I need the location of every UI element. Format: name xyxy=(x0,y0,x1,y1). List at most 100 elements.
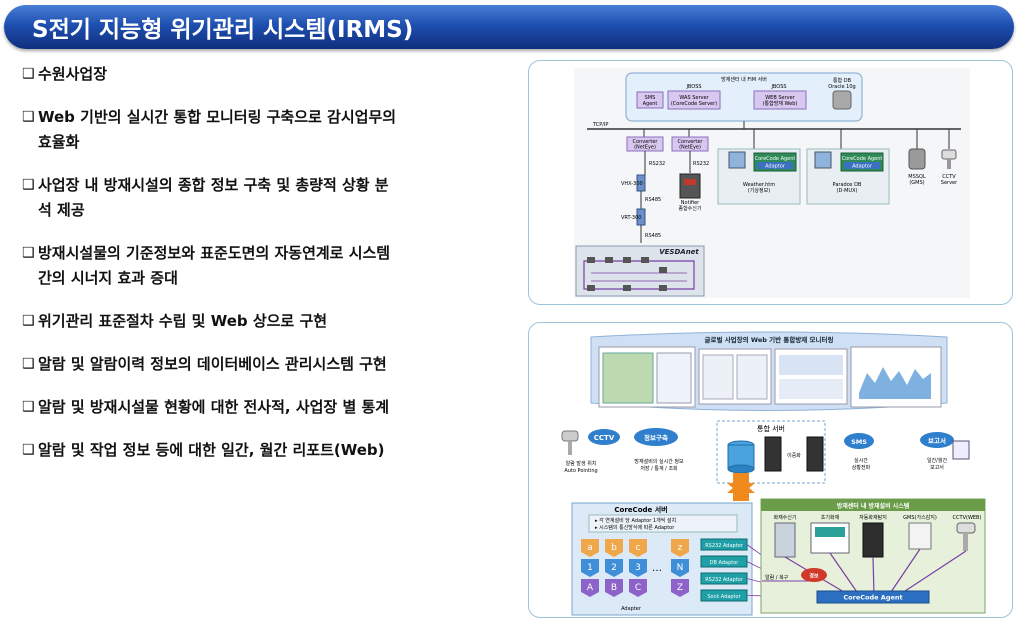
monitoring-diagram: 글로벌 사업장의 Web 기반 통합방재 모니터링 통합 서버 이중화 CCTV… xyxy=(561,331,986,616)
adapter-tile-label: b xyxy=(611,543,617,553)
sms-caption-2: 상황전파 xyxy=(852,464,871,471)
vrt-label: VRT-300 xyxy=(621,215,641,221)
info-bubble: 정보구축 xyxy=(644,433,668,442)
bullet-text: 알람 및 방재시설물 현황에 대한 전사적, 사업장 별 통계 xyxy=(38,398,390,416)
bullet-text: 알람 및 알람이력 정보의 데이터베이스 관리시스템 구현 xyxy=(38,355,387,373)
bullet-text: Web 기반의 실시간 통합 모니터링 구축으로 감시업무의 xyxy=(38,108,397,126)
adaptor-label: RS232 Adaptor xyxy=(705,577,744,583)
adapter-tile xyxy=(671,579,689,597)
adapter-tile xyxy=(671,559,689,577)
rs232-label-b: RS232 xyxy=(693,161,709,167)
auto-fire-detector-icon xyxy=(862,522,884,558)
cctv-camera-icon xyxy=(941,149,957,160)
checkbox-bullet-icon: ❑ xyxy=(22,245,35,261)
notifier-device-icon xyxy=(679,173,701,199)
mssql-server-icon xyxy=(908,148,926,170)
info-caption-1: 방재설비의 실시간 정보 xyxy=(634,458,684,465)
svg-text:(CoreCode Server): (CoreCode Server) xyxy=(671,101,717,107)
device-label-2: 초기화재 xyxy=(821,514,840,521)
checkbox-bullet-icon: ❑ xyxy=(22,399,35,415)
svg-text:Server: Server xyxy=(941,180,958,186)
title-bar: S전기 지능형 위기관리 시스템(IRMS) xyxy=(4,5,1014,49)
monitor-title: 글로벌 사업장의 Web 기반 통합방재 모니터링 xyxy=(705,335,834,344)
adapter-tile xyxy=(605,539,623,557)
bullet-text: 사업장 내 방재시설의 종합 정보 구축 및 총량적 상황 분 xyxy=(38,176,389,194)
sms-caption-1: 실시간 xyxy=(854,457,868,464)
corecode-agent-b: CoreCode Agent xyxy=(842,156,883,162)
adapter-tile-label: N xyxy=(677,563,684,573)
mssql-label: MSSQL xyxy=(908,174,926,180)
svg-text:종합수신기: 종합수신기 xyxy=(678,205,701,212)
bullet-text-continued: 석 제공 xyxy=(38,201,85,219)
was-server-label: WAS Server xyxy=(679,95,709,101)
monitoring-diagram-panel: 글로벌 사업장의 Web 기반 통합방재 모니터링 통합 서버 이중화 CCTV… xyxy=(528,322,1013,618)
bullet-text-continued: 효율화 xyxy=(38,133,80,151)
adapter-tile-label: Z xyxy=(677,583,683,593)
adapter-tile xyxy=(581,539,599,557)
alarm-badge: 경보 xyxy=(809,573,819,580)
svg-text:Agent: Agent xyxy=(643,101,658,107)
bullet-text: 위기관리 표준절차 수립 및 Web 상으로 구현 xyxy=(38,312,328,330)
corecode-note-1: ▸ 각 연계설비 당 Adaptor 1개씩 설치 xyxy=(595,517,676,524)
rs485-label-a: RS485 xyxy=(645,197,661,203)
bullet-text-continued: 간의 시너지 효과 증대 xyxy=(38,269,178,287)
jboss-label-1: JBOSS xyxy=(685,84,701,90)
cctv-web-icon xyxy=(956,522,976,534)
rs232-label-a: RS232 xyxy=(649,161,665,167)
converter-1: Converter xyxy=(633,139,659,145)
adapter-tile xyxy=(605,579,623,597)
svg-text:(기상정보): (기상정보) xyxy=(748,187,770,194)
alarm-recovery-label: 알람 / 복구 xyxy=(765,574,789,581)
adaptor-label: Sock Adaptor xyxy=(707,594,741,600)
bullet-item: ❑수원사업장 xyxy=(22,62,502,87)
svg-text:(NetEye): (NetEye) xyxy=(679,145,701,151)
ellipsis-label: … xyxy=(652,563,662,574)
vhx-label: VHX-300 xyxy=(621,181,643,187)
corecode-server-title: CoreCode 서버 xyxy=(614,505,667,514)
svg-text:(통합방재 Web): (통합방재 Web) xyxy=(763,100,798,107)
report-icon xyxy=(952,440,970,460)
architecture-diagram-panel: 방재센터 내 FIM 서버 JBOSS JBOSS SMS Agent WAS … xyxy=(528,60,1013,305)
adapter-tile xyxy=(629,579,647,597)
rs485-label-b: RS485 xyxy=(645,233,661,239)
sms-agent-label: SMS xyxy=(645,95,656,101)
integration-server-label: 통합 서버 xyxy=(757,424,785,433)
checkbox-bullet-icon: ❑ xyxy=(22,313,35,329)
svg-text:(D-MUX): (D-MUX) xyxy=(837,188,858,194)
server-rack-icon-1 xyxy=(764,436,782,472)
page-title: S전기 지능형 위기관리 시스템(IRMS) xyxy=(32,17,414,43)
architecture-diagram: 방재센터 내 FIM 서버 JBOSS JBOSS SMS Agent WAS … xyxy=(574,68,970,298)
bullet-item: ❑알람 및 작업 정보 등에 대한 일간, 월간 리포트(Web) xyxy=(22,438,502,463)
web-server-label: WEB Server xyxy=(765,95,795,101)
adapter-tile-label: 1 xyxy=(587,563,593,573)
server-title: 방재센터 내 FIM 서버 xyxy=(721,76,767,83)
device-label-1: 화재수신기 xyxy=(773,514,796,521)
bullet-text: 알람 및 작업 정보 등에 대한 일간, 월간 리포트(Web) xyxy=(38,441,385,459)
notifier-label: Notifier xyxy=(681,200,700,206)
device-label-5: CCTV(WEB) xyxy=(953,515,982,521)
cctv-caption-2: Auto Pointing xyxy=(564,468,597,474)
sms-bubble: SMS xyxy=(851,438,867,446)
adapter-tile-label: 2 xyxy=(611,563,617,573)
bullet-item: ❑알람 및 방재시설물 현황에 대한 전사적, 사업장 별 통계 xyxy=(22,395,502,420)
cctv-caption-1: 알람 발생 위치 xyxy=(566,460,597,467)
checkbox-bullet-icon: ❑ xyxy=(22,177,35,193)
adapter-tile xyxy=(605,559,623,577)
adapter-tile xyxy=(629,539,647,557)
report-caption-2: 보고서 xyxy=(930,464,944,471)
adapter-label: Adapter xyxy=(621,606,642,612)
bullet-item: ❑알람 및 알람이력 정보의 데이터베이스 관리시스템 구현 xyxy=(22,352,502,377)
adapter-tile-label: C xyxy=(635,583,641,593)
cctv-icon xyxy=(561,430,579,442)
database-icon xyxy=(832,90,852,110)
bullet-text: 수원사업장 xyxy=(38,65,108,83)
oracle-label: 통합 DB xyxy=(833,77,852,84)
redundancy-label: 이중화 xyxy=(787,452,801,459)
report-bubble: 보고서 xyxy=(928,436,946,445)
corecode-agent-label: CoreCode Agent xyxy=(843,594,902,602)
adaptor-label: DB Adaptor xyxy=(710,560,740,566)
